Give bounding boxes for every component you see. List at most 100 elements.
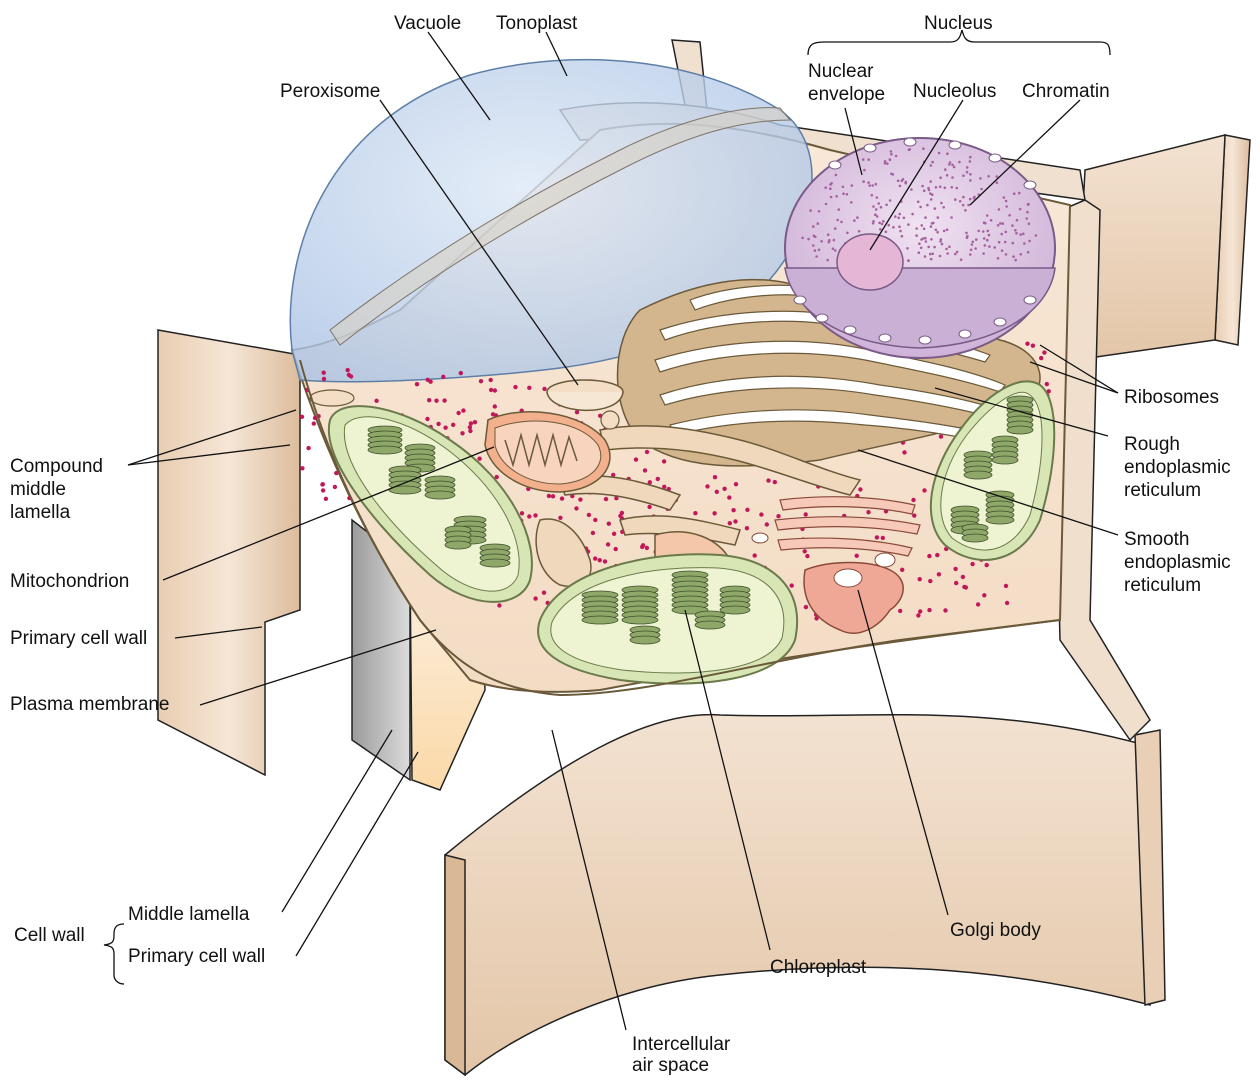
chromatin-dot: [918, 251, 921, 254]
chromatin-dot: [1022, 233, 1025, 236]
chromatin-dot: [930, 164, 933, 167]
chromatin-dot: [856, 216, 859, 219]
ribosome-dot: [647, 505, 651, 509]
chromatin-dot: [809, 209, 812, 212]
ribosome-dot: [1025, 342, 1029, 346]
ribosome-dot: [468, 425, 472, 429]
chromatin-dot: [927, 187, 930, 190]
chromatin-dot: [1035, 234, 1038, 237]
ribosome-dot: [612, 532, 616, 536]
ribosome-dot: [928, 579, 932, 583]
ribosome-dot: [1031, 344, 1035, 348]
ribosome-dot: [918, 609, 922, 613]
chromatin-dot: [924, 255, 927, 258]
chromatin-dot: [825, 203, 828, 206]
chromatin-dot: [946, 152, 949, 155]
ribosome-dot: [715, 490, 719, 494]
chromatin-dot: [953, 166, 956, 169]
label-primary-cell-wall-bottom: Primary cell wall: [128, 945, 265, 968]
chromatin-dot: [1004, 241, 1007, 244]
nucleus-shape: [785, 138, 1055, 358]
chromatin-dot: [946, 228, 949, 231]
ribosome-dot: [982, 593, 986, 597]
ribosome-dot: [790, 583, 794, 587]
ribosome-dot: [347, 373, 351, 377]
granum-disc: [1007, 426, 1033, 434]
chromatin-dot: [898, 225, 901, 228]
ribosome-dot: [542, 387, 546, 391]
chromatin-dot: [1015, 232, 1018, 235]
ribosome-dot: [469, 421, 473, 425]
ribosome-dot: [459, 371, 463, 375]
ribosome-dot: [473, 420, 477, 424]
chromatin-dot: [939, 186, 942, 189]
chromatin-dot: [915, 227, 918, 230]
chromatin-dot: [944, 168, 947, 171]
granum-disc: [622, 616, 658, 624]
chromatin-dot: [814, 249, 817, 252]
chromatin-dot: [997, 257, 1000, 260]
chromatin-dot: [930, 258, 933, 261]
chromatin-dot: [842, 192, 845, 195]
label-plasma-membrane: Plasma membrane: [10, 693, 169, 716]
chromatin-dot: [878, 222, 881, 225]
chromatin-dot: [986, 214, 989, 217]
granum-disc: [695, 621, 725, 629]
granum-disc: [425, 491, 455, 499]
chromatin-dot: [846, 232, 849, 235]
chromatin-dot: [969, 198, 972, 201]
label-chromatin: Chromatin: [1022, 80, 1110, 103]
ribosome-dot: [527, 514, 531, 518]
label-golgi-body: Golgi body: [950, 919, 1041, 942]
chromatin-dot: [871, 184, 874, 187]
chromatin-dot: [930, 198, 933, 201]
chromatin-dot: [1003, 196, 1006, 199]
chromatin-dot: [901, 235, 904, 238]
chromatin-dot: [858, 230, 861, 233]
chromatin-dot: [890, 150, 893, 153]
ribosome-dot: [964, 585, 968, 589]
chromatin-dot: [833, 239, 836, 242]
chromatin-dot: [918, 242, 921, 245]
ribosome-dot: [935, 553, 939, 557]
ribosome-dot: [705, 484, 709, 488]
ribosome-dot: [804, 512, 808, 516]
ribosome-dot: [643, 468, 647, 472]
ribosome-dot: [614, 547, 618, 551]
chromatin-dot: [966, 235, 969, 238]
chromatin-dot: [867, 181, 870, 184]
chromatin-dot: [835, 174, 838, 177]
chromatin-dot: [951, 186, 954, 189]
chromatin-dot: [874, 213, 877, 216]
chromatin-dot: [964, 209, 967, 212]
ribosome-dot: [604, 497, 608, 501]
chromatin-dot: [962, 204, 965, 207]
chromatin-dot: [907, 223, 910, 226]
label-rough-er-3: reticulum: [1124, 479, 1201, 502]
chromatin-dot: [1019, 208, 1022, 211]
ribosome-dot: [606, 542, 610, 546]
chromatin-dot: [940, 202, 943, 205]
chromatin-dot: [897, 180, 900, 183]
chromatin-dot: [983, 221, 986, 224]
ribosome-dot: [533, 513, 537, 517]
chromatin-dot: [969, 156, 972, 159]
ribosome-dot: [321, 488, 325, 492]
ribosome-dot: [953, 567, 957, 571]
ribosome-dot: [927, 554, 931, 558]
ribosome-dot: [593, 556, 597, 560]
chromatin-dot: [956, 187, 959, 190]
chromatin-dot: [830, 196, 833, 199]
ribosome-dot: [587, 513, 591, 517]
chromatin-dot: [820, 240, 823, 243]
chromatin-dot: [1005, 205, 1008, 208]
ribosome-dot: [527, 386, 531, 390]
chromatin-dot: [967, 204, 970, 207]
chromatin-dot: [889, 199, 892, 202]
ribosome-dot: [477, 457, 481, 461]
chromatin-dot: [902, 178, 905, 181]
chromatin-dot: [920, 224, 923, 227]
chromatin-dot: [929, 253, 932, 256]
granum-disc: [630, 636, 660, 644]
